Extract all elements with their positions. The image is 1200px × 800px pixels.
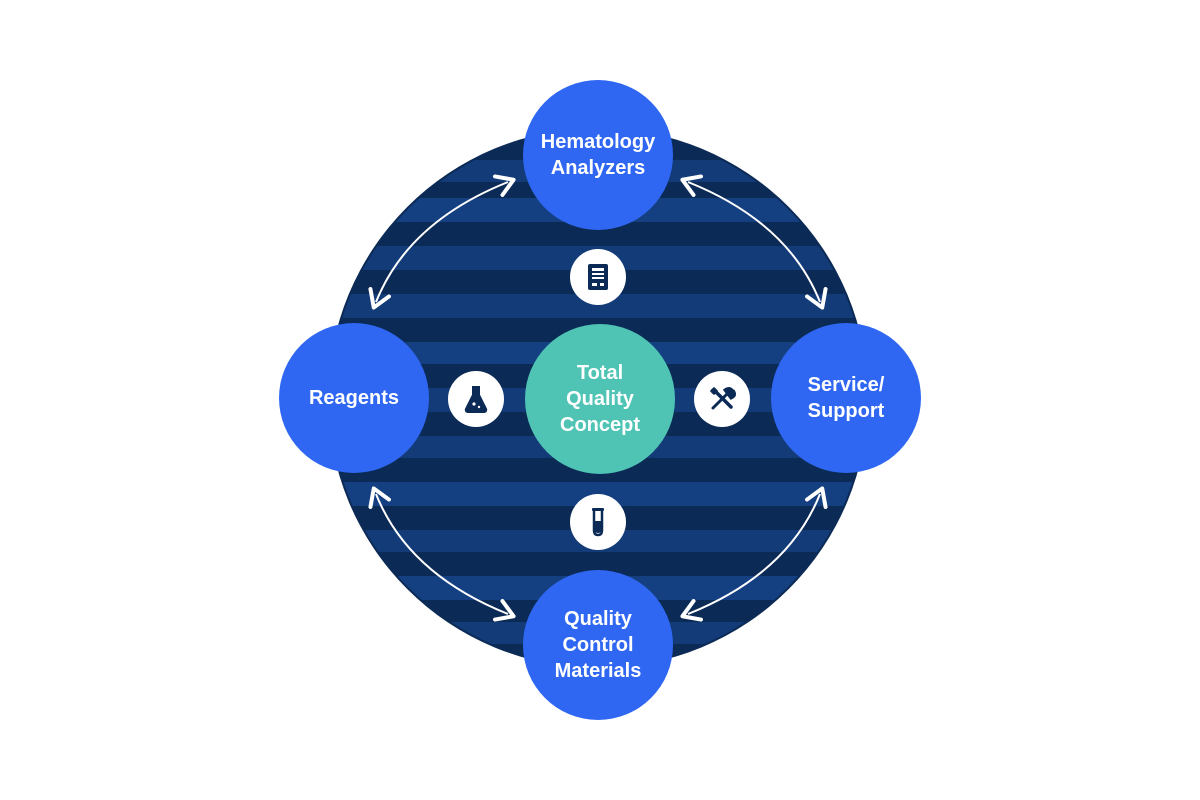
arrow-bottom-right [680, 486, 828, 622]
arrow-top-right [680, 174, 828, 310]
node-quality-control-materials-label: Quality Control Materials [554, 608, 642, 682]
arrow-bottom-left [368, 486, 516, 622]
analyzer-icon [570, 249, 626, 305]
test-tube-icon [570, 494, 626, 550]
node-service-support-label: Service/ Support [807, 374, 885, 422]
node-service-support: Service/ Support [771, 323, 921, 473]
node-total-quality-concept-label: Total Quality Concept [560, 362, 640, 436]
node-total-quality-concept: Total Quality Concept [525, 324, 675, 474]
node-reagents-label: Reagents [308, 387, 400, 409]
flask-icon [448, 371, 504, 427]
node-quality-control-materials: Quality Control Materials [523, 570, 673, 720]
node-hematology-analyzers-label: Hematology Analyzers [540, 131, 656, 179]
tools-icon [694, 371, 750, 427]
node-hematology-analyzers: Hematology Analyzers [523, 80, 673, 230]
node-reagents: Reagents [279, 323, 429, 473]
arrow-top-left [368, 174, 516, 310]
